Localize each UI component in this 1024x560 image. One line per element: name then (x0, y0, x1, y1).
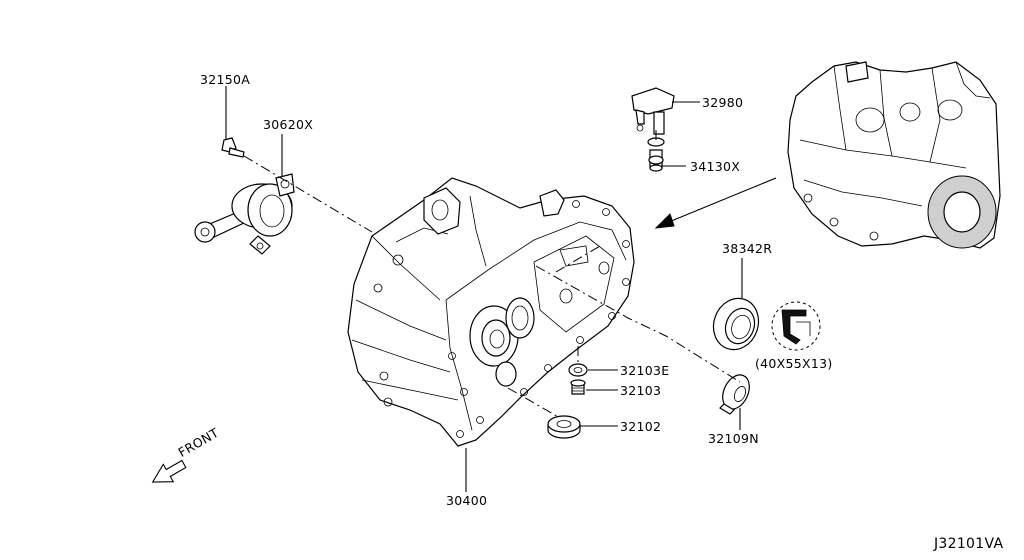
label-30620X: 30620X (263, 117, 314, 132)
bolt-32150A (221, 137, 245, 158)
label-32102: 32102 (620, 419, 662, 434)
label-30400: 30400 (446, 493, 488, 508)
label-32980: 32980 (702, 95, 744, 110)
seal-32102 (547, 415, 581, 439)
release-bearing-30620X (194, 173, 295, 255)
axis-line-case (535, 265, 741, 383)
label-32109N: 32109N (708, 431, 759, 446)
oil-seal-38342R (712, 297, 760, 351)
sensor-part-34130X (647, 137, 665, 172)
label-32103E: 32103E (620, 363, 670, 378)
axis-line-bore (555, 245, 601, 273)
sensor-32980 (631, 87, 675, 135)
axis-line-bearing (243, 155, 373, 233)
seal-32109N (719, 374, 750, 415)
diagram-reference-code: J32101VA (934, 536, 1004, 552)
label-seal-dimensions: (40X55X13) (755, 356, 833, 371)
label-32150A: 32150A (200, 72, 251, 87)
overview-arrowhead (654, 213, 675, 229)
washer-32103E (568, 363, 588, 377)
label-34130X: 34130X (690, 159, 741, 174)
overview-arrow (663, 177, 777, 225)
plug-32103 (570, 379, 586, 395)
seal-section-detail (771, 301, 821, 351)
label-32103: 32103 (620, 383, 662, 398)
front-arrow (151, 459, 187, 483)
transmission-overview (787, 61, 1001, 249)
transmission-case-30400 (347, 177, 635, 447)
label-38342R: 38342R (722, 241, 773, 256)
